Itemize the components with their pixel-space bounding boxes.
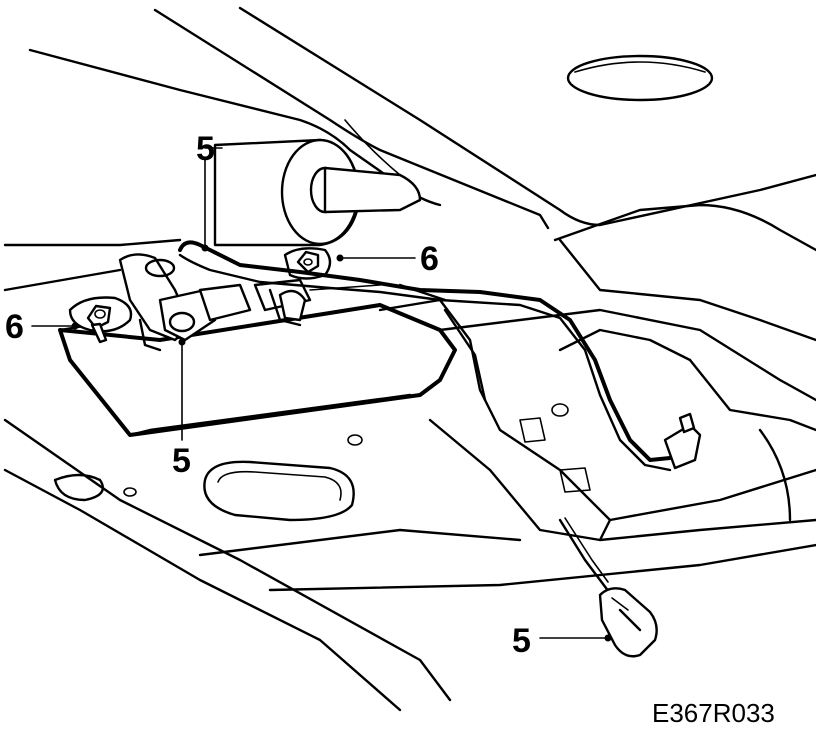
- figure-code: E367R033: [652, 698, 775, 728]
- mounting-nut-left: [68, 296, 133, 344]
- leader-dot: [178, 338, 186, 346]
- callout-5-top: 5: [196, 130, 215, 168]
- sensor-connector: [598, 587, 658, 658]
- leader-dot: [604, 634, 612, 642]
- leader-dot: [71, 322, 79, 330]
- callout-6-right: 6: [420, 240, 439, 278]
- leader-dot: [201, 244, 209, 252]
- callout-leaders: [31, 147, 612, 642]
- underbody-panels: [3, 6, 816, 712]
- callout-labels: 5 6 6 5 5: [5, 130, 531, 660]
- wiring-harness: [178, 240, 702, 602]
- callout-5-bottom: 5: [512, 622, 531, 660]
- cylindrical-mount: [213, 119, 422, 247]
- callout-6-left: 6: [5, 308, 24, 346]
- callout-5-middle: 5: [172, 442, 191, 480]
- leader-dot: [336, 254, 344, 262]
- bracket-assembly: [118, 253, 381, 352]
- floor-holes: [53, 403, 591, 522]
